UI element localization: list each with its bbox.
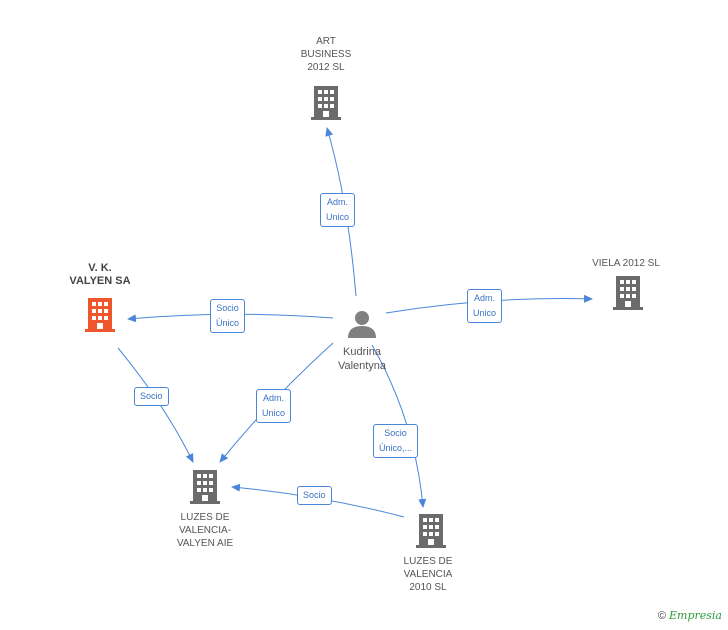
edge-label-to-art-business[interactable]: Adm. Unico bbox=[320, 193, 356, 227]
edge-label-person-to-luzes-valyen[interactable]: Adm. Unico bbox=[256, 389, 292, 423]
node-luzes-valyen-label[interactable]: LUZES DE VALENCIA- VALYEN AIE bbox=[176, 512, 234, 549]
edge-person-to-luzes-2010[interactable] bbox=[371, 344, 427, 508]
brand-name: Empresia bbox=[669, 609, 722, 622]
edges bbox=[117, 127, 593, 518]
copyright-symbol: © bbox=[657, 610, 666, 622]
node-art-business-label[interactable]: ART BUSINESS 2012 SL bbox=[300, 36, 352, 73]
vk-valyen-building-icon[interactable] bbox=[85, 298, 115, 332]
viela-building-icon[interactable] bbox=[613, 276, 643, 310]
node-viela-label[interactable]: VIELA 2012 SL bbox=[592, 258, 660, 269]
node-person-label[interactable]: Kudrina Valentyna bbox=[337, 346, 387, 372]
node-luzes-2010-label[interactable]: LUZES DE VALENCIA 2010 SL bbox=[403, 556, 453, 593]
footer-brand[interactable]: © Empresia bbox=[658, 609, 722, 622]
person-icon[interactable] bbox=[348, 311, 376, 338]
luzes-2010-building-icon[interactable] bbox=[416, 514, 446, 548]
edge-label-to-vk-valyen[interactable]: Socio Único bbox=[210, 299, 246, 333]
node-vk-valyen-label[interactable]: V. K. VALYEN SA bbox=[69, 262, 131, 287]
edge-label-person-to-luzes-2010[interactable]: Socio Único,... bbox=[373, 424, 419, 458]
edge-label-to-viela[interactable]: Adm. Unico bbox=[467, 289, 503, 323]
edge-label-vk-to-luzes-valyen[interactable]: Socio bbox=[134, 387, 169, 406]
luzes-valyen-building-icon[interactable] bbox=[190, 470, 220, 504]
edge-label-luzes-2010-to-luzes-valyen[interactable]: Socio bbox=[297, 486, 332, 505]
art-business-building-icon[interactable] bbox=[311, 86, 341, 120]
